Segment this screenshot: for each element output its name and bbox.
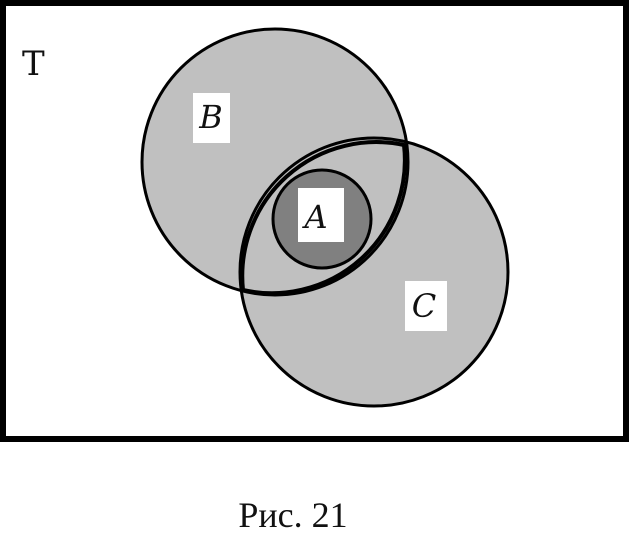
set-c-label-background bbox=[405, 281, 447, 331]
set-a-label-background bbox=[298, 188, 344, 242]
set-b-label: B bbox=[198, 98, 223, 136]
set-b-label-background bbox=[193, 93, 230, 143]
figure-caption: Рис. 21 bbox=[238, 495, 347, 535]
set-c-label: C bbox=[412, 287, 436, 325]
set-c-outline bbox=[238, 136, 510, 408]
universe-label: T bbox=[22, 44, 45, 84]
set-a-label: A bbox=[301, 198, 327, 236]
intersection-b-c-outline bbox=[240, 140, 407, 296]
